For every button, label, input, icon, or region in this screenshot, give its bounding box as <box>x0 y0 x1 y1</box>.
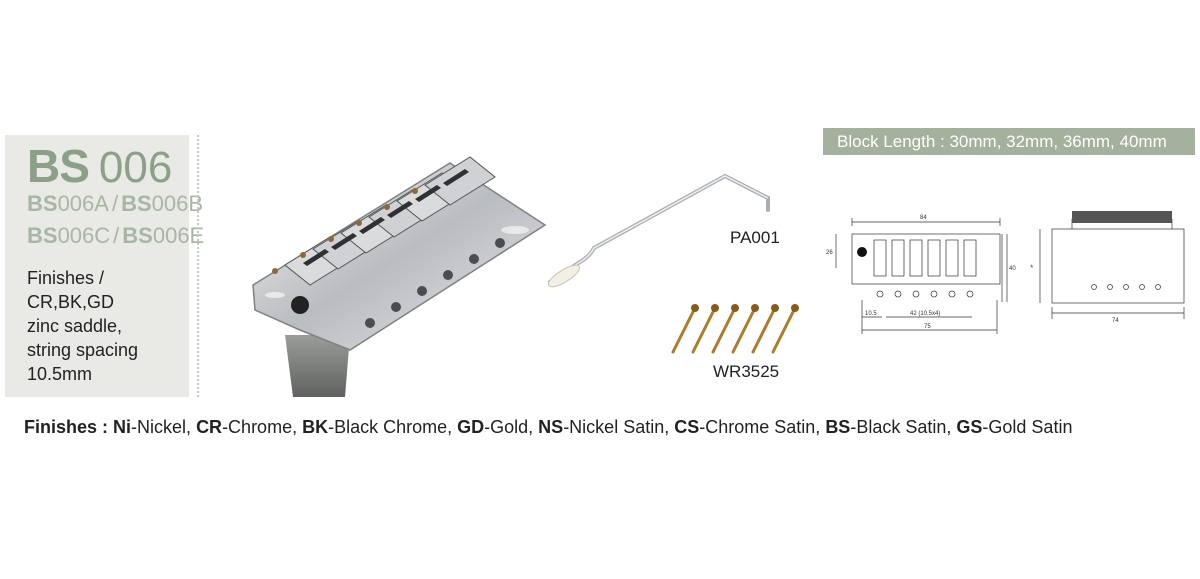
dim-side-width: 74 <box>1112 318 1119 324</box>
finish-code: BS <box>825 417 851 437</box>
variant-number: 006B <box>151 191 204 216</box>
finish-name: -Black Satin <box>850 417 947 437</box>
finish-name: -Gold <box>484 417 529 437</box>
finish-code: CS <box>674 417 700 437</box>
dim-spacing-small: 10.5 <box>865 311 877 317</box>
finish-name: -Chrome <box>222 417 293 437</box>
finish-name: -Gold Satin <box>982 417 1073 437</box>
finishes-lead: Finishes : <box>24 417 109 437</box>
technical-drawing-side: 74 * <box>1030 211 1185 324</box>
tremolo-bridge-image <box>252 156 547 397</box>
finish-code: GS <box>956 417 983 437</box>
spec-line: zinc saddle, <box>27 316 123 336</box>
variant-line-1: BS006A/BS006B <box>27 193 203 215</box>
spec-line: string spacing <box>27 340 139 360</box>
finish-code: GD <box>457 417 485 437</box>
finish-code: NS <box>538 417 564 437</box>
dim-height-left: 26 <box>826 250 833 256</box>
dim-spacing-total: 42 (10.5x4) <box>910 311 940 317</box>
spec-text: Finishes / CR,BK,GD zinc saddle, string … <box>27 266 138 386</box>
dim-top-width: 84 <box>920 215 927 221</box>
dim-height-right: 40 <box>1009 266 1016 272</box>
panel-divider <box>197 135 199 397</box>
variant-separator: / <box>113 223 120 248</box>
tremolo-arm-image <box>547 173 770 288</box>
arm-part-label: PA001 <box>730 228 780 247</box>
variant-prefix: BS <box>122 223 153 248</box>
finishes-legend: Finishes : Ni-Nickel, CR-Chrome, BK-Blac… <box>24 417 1073 437</box>
finish-name: -Nickel Satin <box>563 417 665 437</box>
model-number: 006 <box>98 143 173 192</box>
variant-separator: / <box>111 191 119 216</box>
block-length-banner: Block Length : 30mm, 32mm, 36mm, 40mm <box>823 128 1195 155</box>
spec-line: 10.5mm <box>27 364 93 384</box>
variant-prefix: BS <box>27 191 58 216</box>
star-mark: * <box>1030 263 1034 273</box>
finish-code: BK <box>302 417 329 437</box>
finish-code: CR <box>196 417 223 437</box>
finish-name: -Nickel <box>131 417 187 437</box>
variant-line-2: BS006C/BS006E <box>27 225 204 247</box>
variant-number: 006A <box>57 191 109 216</box>
spec-line: Finishes / <box>27 268 105 288</box>
variant-prefix: BS <box>121 191 152 216</box>
finish-name: -Black Chrome <box>328 417 448 437</box>
model-prefix: BS <box>27 140 90 192</box>
dim-bottom-width: 75 <box>924 324 931 330</box>
variant-number: 006C <box>57 223 111 248</box>
variant-number: 006E <box>152 223 205 248</box>
technical-drawing-front: 84 26 40 10.5 42 (10.5x4) 75 <box>826 215 1016 334</box>
finish-name: -Chrome Satin <box>699 417 816 437</box>
screw-part-label: WR3525 <box>713 362 780 381</box>
mounting-screws-image <box>671 304 799 354</box>
variant-prefix: BS <box>27 223 58 248</box>
finish-code: Ni <box>113 417 132 437</box>
spec-line: CR,BK,GD <box>27 292 115 312</box>
